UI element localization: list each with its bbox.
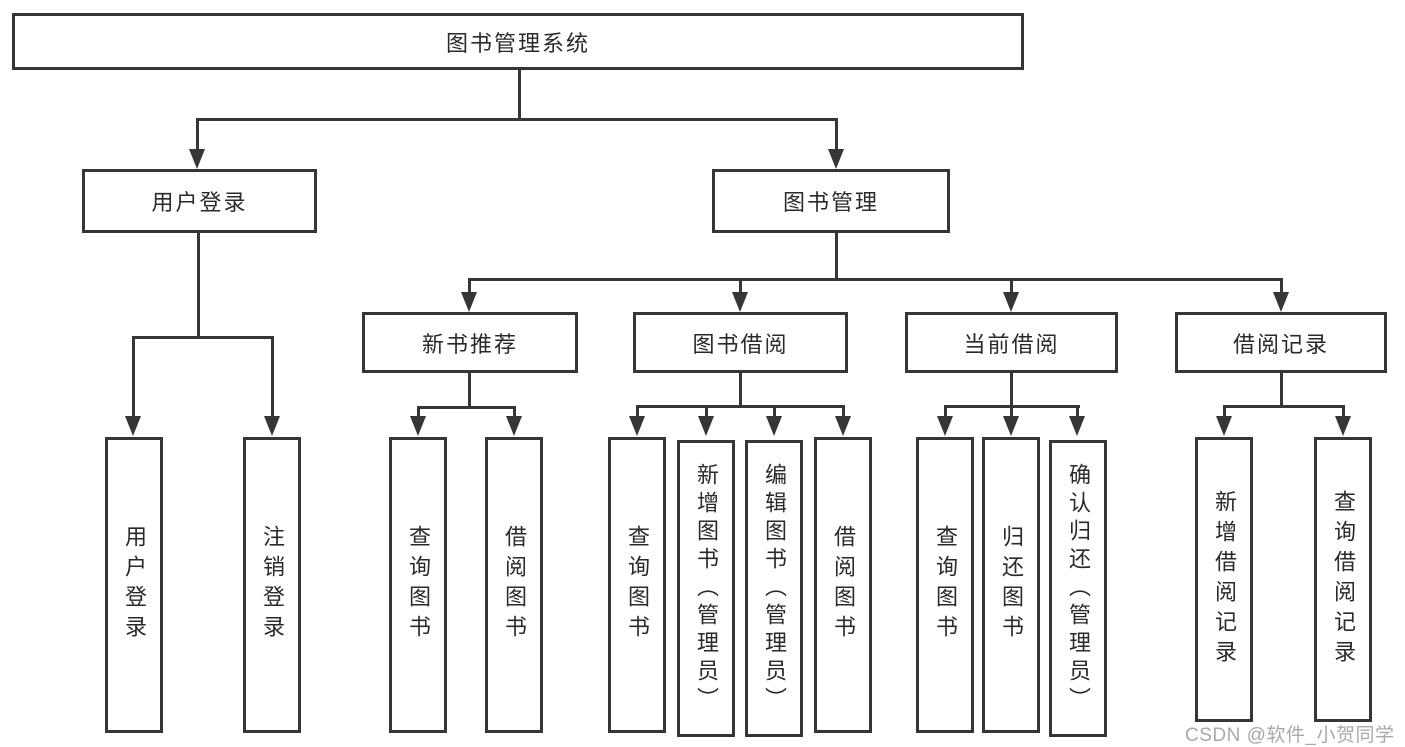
- leaf-borrow-books-recommend: 借阅图书: [485, 437, 543, 733]
- connector-new-book-split: [417, 406, 516, 409]
- node-new-book-recommend: 新书推荐: [362, 312, 578, 373]
- node-label: 图书管理: [782, 190, 879, 215]
- node-label: 注销登录: [260, 525, 285, 645]
- connector-to-book-management: [835, 118, 838, 150]
- leaf-query-books-borrow: 查询图书: [608, 437, 666, 733]
- node-label: 借阅图书: [502, 525, 527, 645]
- connector-to-leaf: [773, 405, 776, 417]
- leaf-user-login: 用户登录: [105, 437, 163, 733]
- connector-book-borrow-split: [636, 405, 845, 408]
- connector-book-borrow-stub: [739, 373, 742, 405]
- node-label: 借阅图书: [831, 525, 856, 645]
- connector-root-stub: [518, 70, 521, 118]
- connector-level2-split: [197, 118, 838, 121]
- connector-current-borrow-stub: [1010, 373, 1013, 405]
- arrow-down-icon: [189, 149, 205, 169]
- connector-borrow-record-split: [1223, 405, 1345, 408]
- node-label: 当前借阅: [963, 331, 1060, 357]
- node-label: 图书借阅: [692, 331, 789, 357]
- node-label: 编辑图书（管理员）: [762, 462, 787, 715]
- leaf-confirm-return-admin: 确认归还（管理员）: [1049, 440, 1107, 737]
- node-label: 图书管理系统: [445, 30, 590, 56]
- connector-to-leaf: [842, 405, 845, 417]
- arrow-down-icon: [698, 416, 714, 436]
- node-label: 查询图书: [625, 525, 650, 645]
- connector-to-new-book: [468, 278, 471, 293]
- node-label: 归还图书: [999, 525, 1024, 645]
- connector-to-leaf: [636, 405, 639, 417]
- node-library-management-system: 图书管理系统: [12, 13, 1024, 70]
- connector-to-leaf: [1223, 405, 1226, 417]
- connector-to-leaf: [1342, 405, 1345, 417]
- node-label: 查询图书: [406, 525, 431, 645]
- leaf-add-books-admin: 新增图书（管理员）: [677, 440, 735, 737]
- connector-to-leaf: [944, 405, 947, 417]
- leaf-add-borrow-record: 新增借阅记录: [1195, 437, 1253, 722]
- leaf-query-borrow-record: 查询借阅记录: [1314, 437, 1372, 722]
- connector-to-current-borrow: [1010, 278, 1013, 293]
- arrow-down-icon: [766, 416, 782, 436]
- arrow-down-icon: [1335, 416, 1351, 436]
- node-label: 借阅记录: [1232, 331, 1329, 357]
- connector-to-leaf: [513, 406, 516, 417]
- connector-user-login-split: [132, 336, 274, 339]
- arrow-down-icon: [410, 416, 426, 436]
- arrow-down-icon: [828, 149, 844, 169]
- node-book-borrow: 图书借阅: [633, 312, 848, 373]
- node-label: 查询图书: [933, 525, 958, 645]
- leaf-query-books-recommend: 查询图书: [389, 437, 447, 733]
- connector-user-login-stub: [197, 233, 200, 336]
- csdn-watermark: CSDN @软件_小贺同学: [1185, 725, 1395, 746]
- leaf-query-books-current: 查询图书: [916, 437, 974, 733]
- node-book-management: 图书管理: [712, 169, 950, 233]
- arrow-down-icon: [461, 292, 477, 312]
- arrow-down-icon: [1216, 416, 1232, 436]
- arrow-down-icon: [506, 416, 522, 436]
- leaf-return-books: 归还图书: [982, 437, 1040, 733]
- connector-to-leaf: [271, 336, 274, 417]
- leaf-logout: 注销登录: [243, 437, 301, 733]
- arrow-down-icon: [125, 416, 141, 436]
- connector-to-leaf: [417, 406, 420, 417]
- node-user-login: 用户登录: [82, 169, 317, 233]
- connector-level3-split: [468, 278, 1282, 281]
- connector-to-borrow-record: [1280, 278, 1283, 293]
- arrow-down-icon: [732, 292, 748, 312]
- node-label: 查询借阅记录: [1331, 489, 1356, 670]
- arrow-down-icon: [629, 416, 645, 436]
- connector-to-leaf: [1076, 405, 1079, 417]
- connector-to-user-login: [196, 118, 199, 150]
- arrow-down-icon: [1069, 416, 1085, 436]
- node-label: 新书推荐: [421, 331, 518, 357]
- connector-to-book-borrow: [739, 278, 742, 293]
- arrow-down-icon: [264, 416, 280, 436]
- node-borrow-record: 借阅记录: [1175, 312, 1387, 373]
- node-label: 确认归还（管理员）: [1066, 462, 1091, 715]
- connector-to-leaf: [1010, 405, 1013, 417]
- leaf-edit-books-admin: 编辑图书（管理员）: [745, 440, 803, 737]
- connector-book-mgmt-stub: [835, 233, 838, 278]
- node-label: 用户登录: [122, 525, 147, 645]
- connector-to-leaf: [705, 405, 708, 417]
- node-current-borrow: 当前借阅: [905, 312, 1118, 373]
- node-label: 新增图书（管理员）: [694, 462, 719, 715]
- node-label: 新增借阅记录: [1212, 489, 1237, 670]
- arrow-down-icon: [937, 416, 953, 436]
- arrow-down-icon: [1273, 292, 1289, 312]
- arrow-down-icon: [835, 416, 851, 436]
- arrow-down-icon: [1003, 416, 1019, 436]
- leaf-borrow-books: 借阅图书: [814, 437, 872, 733]
- connector-new-book-stub: [468, 373, 471, 406]
- node-label: 用户登录: [151, 190, 248, 215]
- arrow-down-icon: [1003, 292, 1019, 312]
- connector-to-leaf: [132, 336, 135, 417]
- connector-borrow-record-stub: [1280, 373, 1283, 405]
